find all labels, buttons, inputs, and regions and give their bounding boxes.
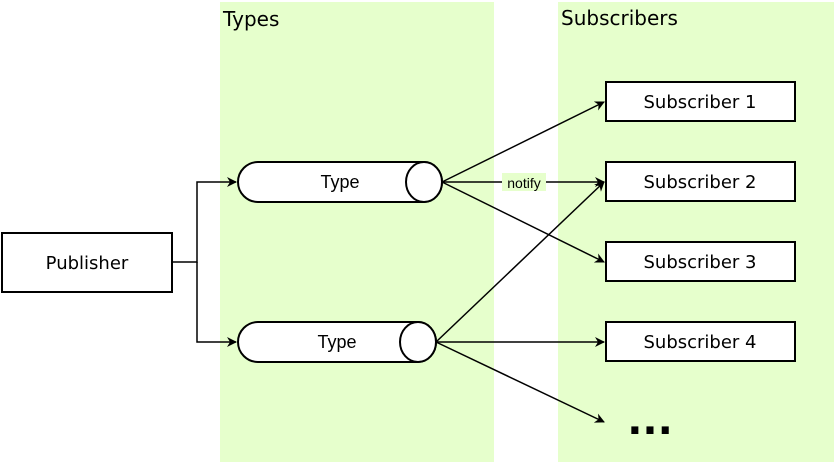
subscribers-lane bbox=[558, 2, 834, 462]
edge-type-1-to-subscriber-1 bbox=[441, 101, 605, 183]
edge-type-2-to-more bbox=[435, 341, 605, 423]
subscriber-3-label: Subscriber 3 bbox=[643, 252, 756, 273]
type-1-label: Type bbox=[320, 172, 359, 192]
edge-type-2-to-subscriber-2 bbox=[435, 181, 605, 343]
more-subscribers-ellipsis: ... bbox=[627, 398, 673, 444]
subscriber-1-label: Subscriber 1 bbox=[643, 92, 756, 113]
edge-type-1-to-subscriber-3 bbox=[441, 181, 605, 263]
type-2-pipe-end bbox=[399, 321, 437, 363]
type-node-2[interactable]: Type bbox=[237, 321, 437, 363]
edge-label-notify: notify bbox=[507, 175, 540, 191]
types-lane-title: Types bbox=[222, 7, 279, 31]
subscribers-lane-title: Subscribers bbox=[561, 6, 678, 30]
subscriber-2-label: Subscriber 2 bbox=[643, 172, 756, 193]
publisher-node[interactable] bbox=[1, 232, 173, 293]
subscriber-4-node[interactable] bbox=[605, 321, 796, 362]
types-lane bbox=[220, 2, 494, 462]
type-2-label: Type bbox=[317, 332, 356, 352]
subscriber-4-label: Subscriber 4 bbox=[643, 332, 756, 353]
subscriber-2-node[interactable] bbox=[605, 161, 796, 202]
publisher-label: Publisher bbox=[46, 253, 129, 274]
subscriber-3-node[interactable] bbox=[605, 241, 796, 282]
edge-publisher-to-type-2 bbox=[196, 262, 237, 347]
subscriber-1-node[interactable] bbox=[605, 81, 796, 122]
edge-publisher-to-type-1 bbox=[172, 177, 237, 263]
type-1-pipe-end bbox=[405, 161, 443, 203]
type-node-1[interactable]: Type bbox=[237, 161, 443, 203]
edge-label-bg bbox=[502, 173, 546, 191]
